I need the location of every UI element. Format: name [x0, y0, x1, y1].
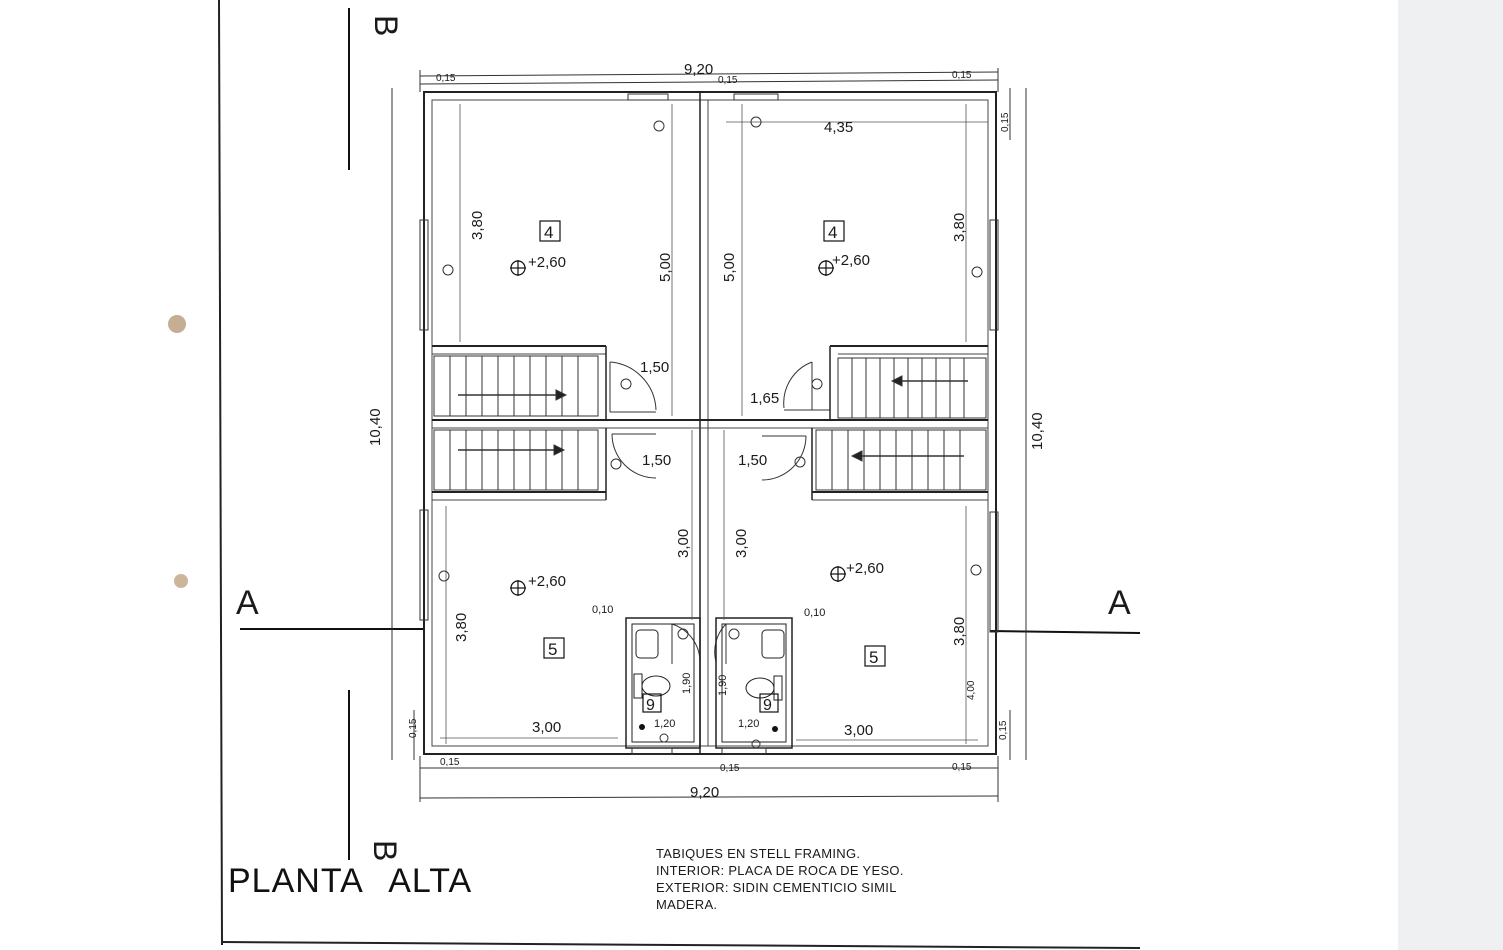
- dim-bath-width-right: 1,20: [738, 718, 759, 730]
- room-tag-5-right: 5: [869, 648, 878, 667]
- dim-unit-depth-left: 5,00: [657, 253, 674, 282]
- dim-bath-gap-left: 0,10: [592, 604, 613, 616]
- stair-upper-right: [837, 357, 987, 419]
- dim-overall-height-left: 10,40: [367, 408, 384, 446]
- construction-notes: TABIQUES EN STELL FRAMING. INTERIOR: PLA…: [656, 845, 904, 913]
- dim-wall: 0,15: [436, 73, 456, 84]
- outer-wall: [423, 91, 997, 755]
- dim-bath-width-left: 1,20: [654, 718, 675, 730]
- level-markers: [510, 260, 846, 596]
- dim-wall: 0,15: [952, 762, 972, 773]
- drawing-title: PLANTA ALTA: [228, 862, 472, 901]
- section-a-line-right: [989, 630, 1141, 634]
- opening-marks: [438, 116, 983, 749]
- sheet-border-bottom: [221, 941, 1141, 949]
- outer-wall-inner: [431, 99, 989, 747]
- room-tag-4-right: 4: [828, 223, 837, 242]
- room-tag-9-right: 9: [763, 697, 772, 714]
- dim-bath-depth-left: 1,90: [681, 673, 693, 694]
- title-word: PLANTA: [228, 862, 364, 900]
- title-word: ALTA: [388, 862, 473, 900]
- punch-hole: [174, 574, 188, 588]
- dim-room5-depth-right: 3,80: [951, 617, 968, 646]
- dim-room5-width-left: 3,00: [532, 719, 561, 736]
- dim-landing: 1,50: [642, 452, 671, 469]
- level-label: +2,60: [528, 573, 566, 590]
- stair-upper-left: [433, 355, 599, 417]
- windows: [419, 93, 999, 755]
- dim-wall: 0,15: [1000, 112, 1011, 132]
- level-label: +2,60: [528, 254, 566, 271]
- dim-room4-depth-left: 3,80: [469, 211, 486, 240]
- dim-wall: 0,15: [718, 75, 738, 86]
- dim-overall-height-right: 10,40: [1029, 412, 1046, 450]
- section-b-label-bottom: B: [367, 840, 403, 861]
- dim-wall: 0,15: [998, 720, 1009, 740]
- section-b-label-top: B: [368, 15, 404, 36]
- level-label: +2,60: [846, 560, 884, 577]
- dim-right-side: 4,00: [966, 680, 977, 700]
- dim-lower-depth-left: 3,00: [675, 529, 692, 558]
- viewer-background: [1398, 0, 1503, 950]
- room-tag-4-left: 4: [544, 223, 553, 242]
- punch-hole: [168, 315, 186, 333]
- dim-overall-width-top: 9,20: [684, 61, 713, 78]
- room-tag-9-left: 9: [646, 697, 655, 714]
- room-tag-boxes: [539, 220, 886, 713]
- level-label: +2,60: [832, 252, 870, 269]
- dim-wall: 0,15: [952, 70, 972, 81]
- stair-lower-left: [433, 429, 599, 491]
- inner-dimension-lines: [440, 104, 988, 744]
- dim-landing-left: 1,50: [640, 359, 669, 376]
- dim-bath-depth-right: 1,90: [717, 675, 729, 696]
- section-a-label-right: A: [1108, 584, 1131, 622]
- sheet-border-left: [218, 0, 223, 946]
- note-line: INTERIOR: PLACA DE ROCA DE YESO.: [656, 863, 904, 878]
- section-a-label-left: A: [236, 584, 259, 622]
- note-line: TABIQUES EN STELL FRAMING.: [656, 846, 861, 861]
- dim-wall: 0,15: [408, 718, 419, 738]
- room-tag-5-left: 5: [548, 640, 557, 659]
- dim-unit-depth-right: 5,00: [721, 253, 738, 282]
- dim-wall: 0,15: [720, 763, 740, 774]
- dim-room5-depth-left: 3,80: [453, 613, 470, 642]
- note-line: MADERA.: [656, 897, 718, 912]
- drawing-sheet: [0, 0, 1398, 950]
- dim-overall-width-bottom: 9,20: [690, 784, 719, 801]
- dim-room5-width-right: 3,00: [844, 722, 873, 739]
- outer-dimension-lines: [391, 68, 1027, 802]
- note-line: EXTERIOR: SIDIN CEMENTICIO SIMIL: [656, 880, 897, 895]
- dim-room4-depth-right: 3,80: [951, 213, 968, 242]
- dim-lower-depth-right: 3,00: [733, 529, 750, 558]
- stair-lower-right: [815, 429, 987, 491]
- dim-wall: 0,15: [440, 757, 460, 768]
- dim-landing-right: 1,65: [750, 390, 779, 407]
- dim-landing: 1,50: [738, 452, 767, 469]
- dim-room-width: 4,35: [824, 119, 853, 136]
- dim-bath-gap-right: 0,10: [804, 607, 825, 619]
